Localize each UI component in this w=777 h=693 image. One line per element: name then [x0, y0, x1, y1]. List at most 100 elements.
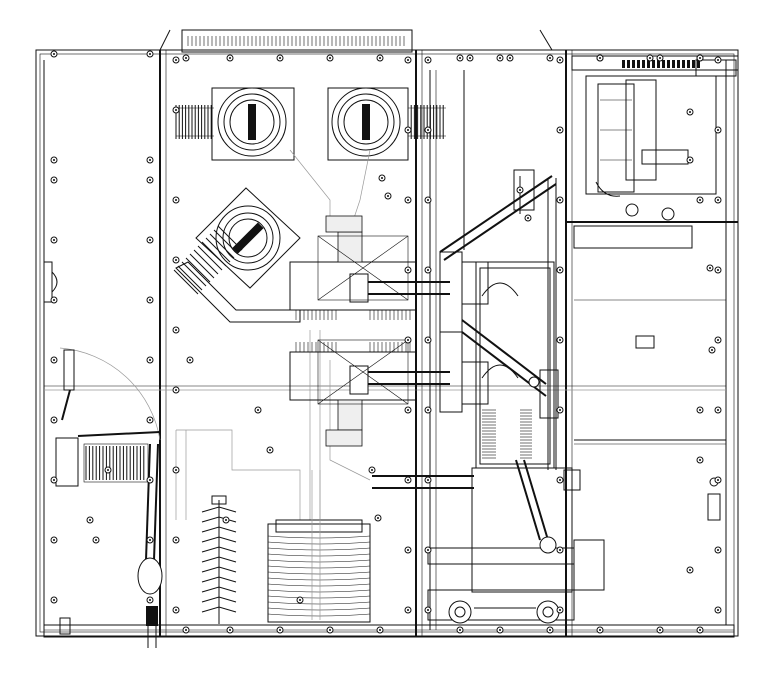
bolt-center — [149, 299, 151, 301]
bolt-center — [499, 629, 501, 631]
bellows-rib — [201, 241, 227, 267]
bolt-center — [527, 217, 529, 219]
bolt-center — [53, 53, 55, 55]
terminal — [622, 60, 625, 68]
bolt-center — [717, 339, 719, 341]
ct-rib — [267, 559, 371, 563]
bolt-center — [717, 409, 719, 411]
breaker-pole-ribs — [482, 409, 532, 459]
bolt-center — [711, 349, 713, 351]
bolt-center — [53, 239, 55, 241]
bolt-center — [499, 57, 501, 59]
bolt-center — [717, 609, 719, 611]
terminal — [682, 60, 685, 68]
lower-spout-insulator — [295, 342, 411, 352]
bolt-center — [149, 159, 151, 161]
bolt-center — [427, 59, 429, 61]
busbar-insulator-3 — [195, 187, 301, 289]
bolt-center — [175, 109, 177, 111]
bolt-center — [279, 57, 281, 59]
top-vent-slots — [187, 36, 405, 46]
bolt-center — [53, 539, 55, 541]
ct-rib — [267, 541, 371, 545]
bolt-center — [149, 53, 151, 55]
cable-insulator-bellows — [83, 443, 149, 483]
bolt-center — [53, 419, 55, 421]
circuit-breaker-compartment — [372, 70, 605, 630]
bolt-center — [229, 629, 231, 631]
bolt-center — [379, 57, 381, 59]
bolt-center — [95, 539, 97, 541]
fastener-bolts — [50, 50, 722, 634]
busbar-insulator-1 — [211, 87, 295, 161]
bolt-center — [427, 199, 429, 201]
bolt-center — [381, 177, 383, 179]
arrester-shed — [201, 526, 237, 533]
bellows-rib — [181, 261, 207, 287]
bolt-center — [279, 629, 281, 631]
bolt-center — [599, 57, 601, 59]
bolt-center — [175, 539, 177, 541]
bellows-rib — [205, 237, 231, 263]
bolt-center — [257, 409, 259, 411]
bolt-center — [699, 459, 701, 461]
bellows-frame — [83, 443, 149, 483]
terminal — [687, 60, 690, 68]
ct-rib — [267, 565, 371, 569]
ct-rib — [267, 577, 371, 581]
bolt-center — [225, 519, 227, 521]
bolt-center — [229, 57, 231, 59]
bolt-center — [459, 629, 461, 631]
bolt-center — [379, 629, 381, 631]
bellows-rib — [217, 225, 243, 251]
bolt-center — [149, 179, 151, 181]
bolt-center — [427, 129, 429, 131]
bolt-center — [659, 57, 661, 59]
busbar-bellows-right — [407, 105, 446, 139]
terminal — [677, 60, 680, 68]
bolt-center — [427, 479, 429, 481]
bolt-center — [559, 409, 561, 411]
bolt-center — [329, 629, 331, 631]
right-panel-details — [574, 299, 726, 521]
contact-box-hatching — [317, 235, 409, 405]
bellows-rib — [189, 253, 215, 279]
bolt-center — [559, 609, 561, 611]
arrester-shed — [201, 566, 237, 573]
bolt-center — [717, 59, 719, 61]
bolt-center — [407, 409, 409, 411]
bolt-center — [149, 479, 151, 481]
bolt-center — [599, 629, 601, 631]
terminal — [697, 60, 700, 68]
busbar-bellows-diagonal — [173, 225, 243, 295]
bolt-center — [53, 479, 55, 481]
bolt-center — [371, 469, 373, 471]
bolt-center — [377, 517, 379, 519]
bolt-center — [149, 419, 151, 421]
bolt-center — [407, 549, 409, 551]
bolt-center — [53, 599, 55, 601]
bolt-center — [717, 479, 719, 481]
bolt-center — [717, 549, 719, 551]
bolt-center — [689, 569, 691, 571]
terminal — [657, 60, 660, 68]
bolt-center — [559, 129, 561, 131]
bolt-center — [175, 199, 177, 201]
cable-compartment — [43, 261, 163, 648]
bolt-center — [269, 449, 271, 451]
arrester-shed — [201, 586, 237, 593]
bolt-center — [53, 359, 55, 361]
bellows-rib — [173, 269, 199, 295]
terminal — [692, 60, 695, 68]
partitions — [43, 50, 738, 636]
bellows-rib — [213, 229, 239, 255]
bellows-rib — [177, 265, 203, 291]
bolt-center — [175, 389, 177, 391]
bolt-center — [175, 59, 177, 61]
ct-rib — [267, 601, 371, 605]
terminal — [667, 60, 670, 68]
cabinet-outline — [35, 29, 739, 638]
bolt-center — [149, 359, 151, 361]
bolt-center — [407, 479, 409, 481]
